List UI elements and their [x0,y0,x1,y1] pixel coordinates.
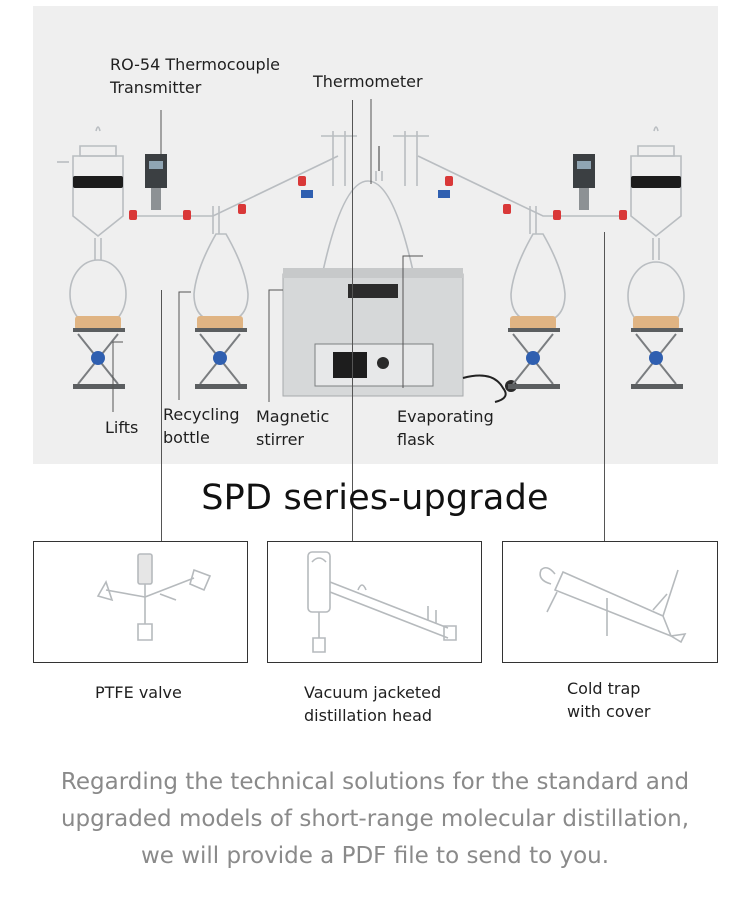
distillation-head-caption: Vacuum jacketed distillation head [304,681,441,727]
ptfe-valve-detail-box [33,541,248,663]
cold-trap-caption-line-2: with cover [567,702,651,721]
ptfe-valve-caption: PTFE valve [95,681,182,704]
apparatus-photo [33,6,718,464]
thermocouple-label-line-2: Transmitter [110,78,202,97]
footer-line-1: Regarding the technical solutions for th… [60,769,690,795]
lifts-label: Lifts [105,418,139,437]
headline: SPD series-upgrade [201,478,549,518]
magnetic-stirrer-label: Magnetic stirrer [256,405,329,451]
distillation-head-leader-line [352,100,353,541]
recycling-bottle-label: Recycling bottle [163,403,240,449]
evaporating-flask-label: Evaporating flask [397,405,494,451]
distillation-head-detail-box [267,541,482,663]
distillation-head-illustration [307,551,457,653]
footer-line-2: upgraded models of short-range molecular… [60,806,690,832]
magnetic-stirrer-label-line-2: stirrer [256,430,304,449]
cold-trap-caption: Cold trap with cover [567,677,651,723]
cold-trap-leader-line [604,232,605,541]
distillation-head-caption-line-2: distillation head [304,706,433,725]
footer-note: Regarding the technical solutions for th… [0,764,750,875]
recycling-bottle-label-line-2: bottle [163,428,210,447]
ptfe-valve-leader-line [161,290,162,541]
thermocouple-label-line-1: RO-54 Thermocouple [110,55,280,74]
ptfe-valve-illustration [96,553,212,641]
ptfe-valve-caption-line-1: PTFE valve [95,683,182,702]
footer-line-3: we will provide a PDF file to send to yo… [140,843,610,869]
evaporating-flask-label-line-1: Evaporating [397,407,494,426]
cold-trap-detail-box [502,541,718,663]
recycling-bottle-label-line-1: Recycling [163,405,240,424]
thermocouple-label: RO-54 Thermocouple Transmitter [110,53,280,99]
evaporating-flask-label-line-2: flask [397,430,435,449]
thermometer-label: Thermometer [313,72,423,91]
cold-trap-illustration [539,566,687,644]
cold-trap-caption-line-1: Cold trap [567,679,641,698]
distillation-head-caption-line-1: Vacuum jacketed [304,683,442,702]
distillation-apparatus-illustration [57,99,685,412]
magnetic-stirrer-label-line-1: Magnetic [256,407,330,426]
